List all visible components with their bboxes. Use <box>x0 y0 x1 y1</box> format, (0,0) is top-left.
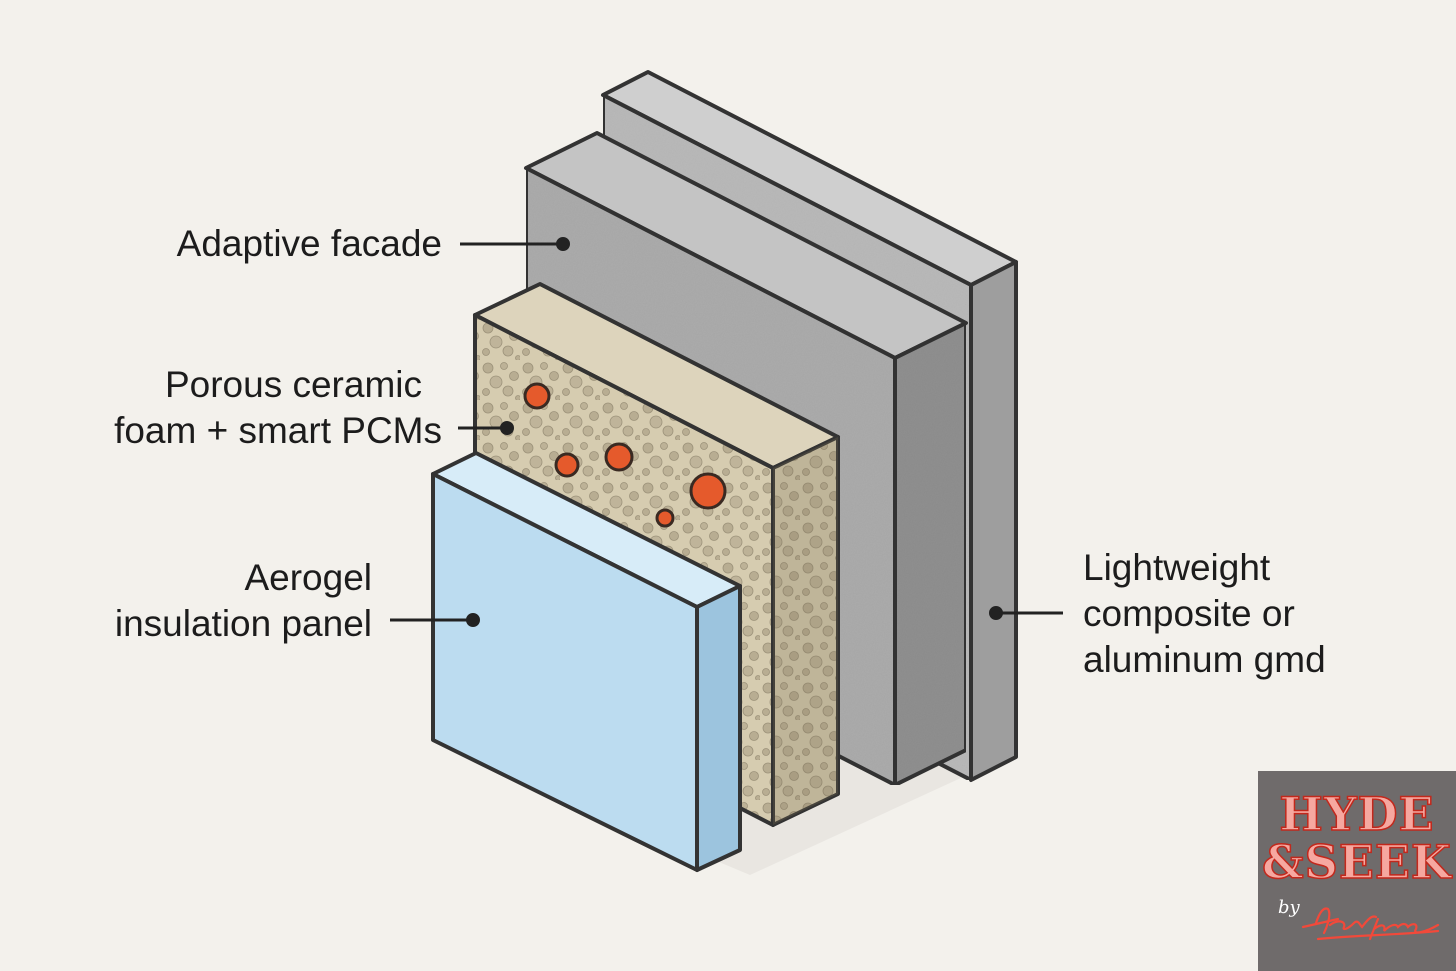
brand-logo: HYDE &SEEK by <box>1258 771 1456 971</box>
brand-logo-line2: &SEEK <box>1261 834 1452 890</box>
signature-mark <box>1301 907 1440 941</box>
leader-lines <box>390 237 1063 627</box>
aerogel-panel <box>431 451 742 872</box>
label-grid-line3: aluminum gmd <box>1083 639 1326 680</box>
label-porous-ceramic: Porous ceramic foam + smart PCMs <box>80 362 442 454</box>
label-aerogel-line1: Aerogel <box>244 557 372 598</box>
label-adaptive-facade: Adaptive facade <box>150 221 442 267</box>
label-lightweight-grid: Lightweight composite or aluminum gmd <box>1083 545 1413 683</box>
label-aerogel-panel: Aerogel insulation panel <box>60 555 372 647</box>
label-grid-line2: composite or <box>1083 593 1295 634</box>
brand-logo-line1: HYDE <box>1279 786 1435 842</box>
pcm-dots <box>523 382 727 528</box>
label-grid-line1: Lightweight <box>1083 547 1271 588</box>
brand-by-text: by <box>1278 897 1300 918</box>
label-aerogel-line2: insulation panel <box>114 603 372 644</box>
label-adaptive-facade-text: Adaptive facade <box>176 223 442 264</box>
label-porous-line1: Porous ceramic <box>164 364 422 405</box>
label-porous-line2: foam + smart PCMs <box>114 410 442 451</box>
